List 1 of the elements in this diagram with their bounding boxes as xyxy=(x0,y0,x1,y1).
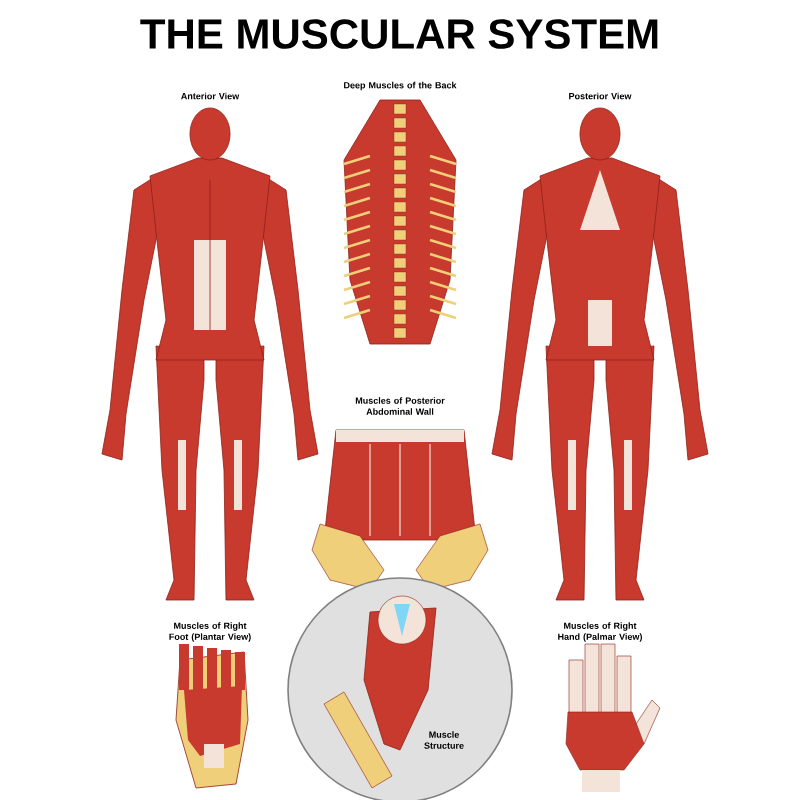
title: THE MUSCULAR SYSTEM xyxy=(140,19,658,49)
